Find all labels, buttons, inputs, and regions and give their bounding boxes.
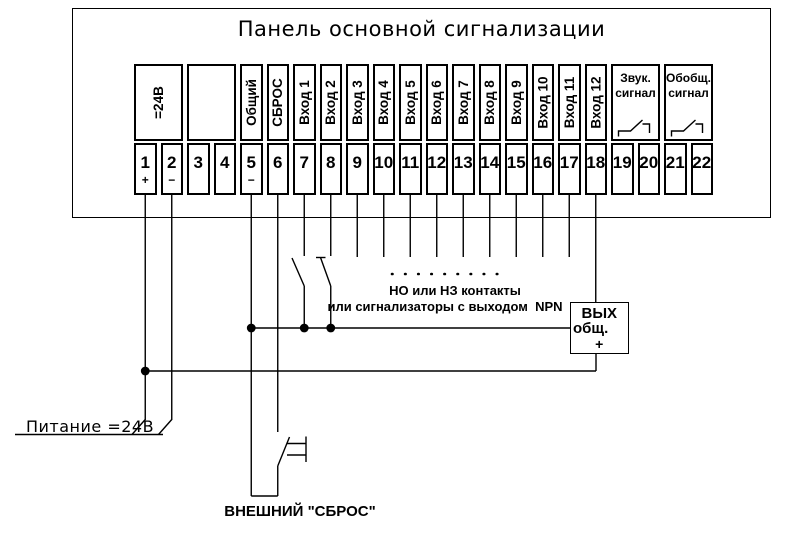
terminal-10: 10 [372,143,395,195]
header-cell-input-12: Вход 12 [584,64,607,141]
terminal-9: 9 [346,143,369,195]
contacts-note-line1: НО или НЗ контакты [389,283,521,298]
terminal-11: 11 [399,143,422,195]
external-reset-label: ВНЕШНИЙ "СБРОС" [224,503,376,520]
header-cell-input-11: Вход 11 [558,64,581,141]
npn-output-device-box: ВЫХ общ. + [570,302,629,354]
plus-bus-wire [145,353,597,372]
header-cell-input-7: Вход 7 [452,64,475,141]
terminal-15: 15 [505,143,528,195]
output-box-out-label: ВЫХ [581,305,618,322]
terminal-20: 20 [637,143,660,195]
terminal-8: 8 [319,143,342,195]
polarity-minus: − [247,173,255,187]
terminal-18: 18 [584,143,607,195]
header-cell-input-4: Вход 4 [372,64,395,141]
header-cell-input-2: Вход 2 [319,64,342,141]
terminal-22: 22 [690,143,713,195]
terminal-14: 14 [478,143,501,195]
terminal-21: 21 [664,143,687,195]
contacts-note-line2: или сигнализаторы с выходом NPN [327,299,563,314]
terminal-17: 17 [558,143,581,195]
polarity-minus: − [168,173,176,187]
terminal-1: 1+ [134,143,157,195]
header-cell-general-signal: Обобщ. сигнал [664,64,713,141]
terminal-12: 12 [425,143,448,195]
header-cell-common: Общий [240,64,263,141]
terminal-13: 13 [452,143,475,195]
power-supply-label: Питание =24В [26,417,155,436]
terminal-6: 6 [266,143,289,195]
junction-dots [140,323,336,376]
header-cell-input-9: Вход 9 [505,64,528,141]
header-cell-input-10: Вход 10 [531,64,554,141]
terminal-3: 3 [187,143,210,195]
reset-pushbutton-symbol [251,436,307,497]
terminal-5: 5− [240,143,263,195]
header-cell-input-1: Вход 1 [293,64,316,141]
terminal-16: 16 [531,143,554,195]
header-cell-input-8: Вход 8 [478,64,501,141]
output-box-common-label: общ. [573,320,609,337]
header-cell-input-6: Вход 6 [425,64,448,141]
terminal-4: 4 [213,143,236,195]
header-label-24v: =24В [151,86,166,119]
polarity-plus: + [141,173,149,187]
terminal-7: 7 [293,143,316,195]
panel-title: Панель основной сигнализации [237,17,606,41]
terminal-2: 2− [160,143,183,195]
header-cell-24v: =24В [134,64,183,141]
output-box-plus-label: + [595,335,604,352]
header-cell-input-3: Вход 3 [346,64,369,141]
header-cell-empty [187,64,236,141]
header-cell-input-5: Вход 5 [399,64,422,141]
header-cell-reset: СБРОС [266,64,289,141]
terminal-19: 19 [611,143,634,195]
header-cell-sound-signal: Звук. сигнал [611,64,660,141]
